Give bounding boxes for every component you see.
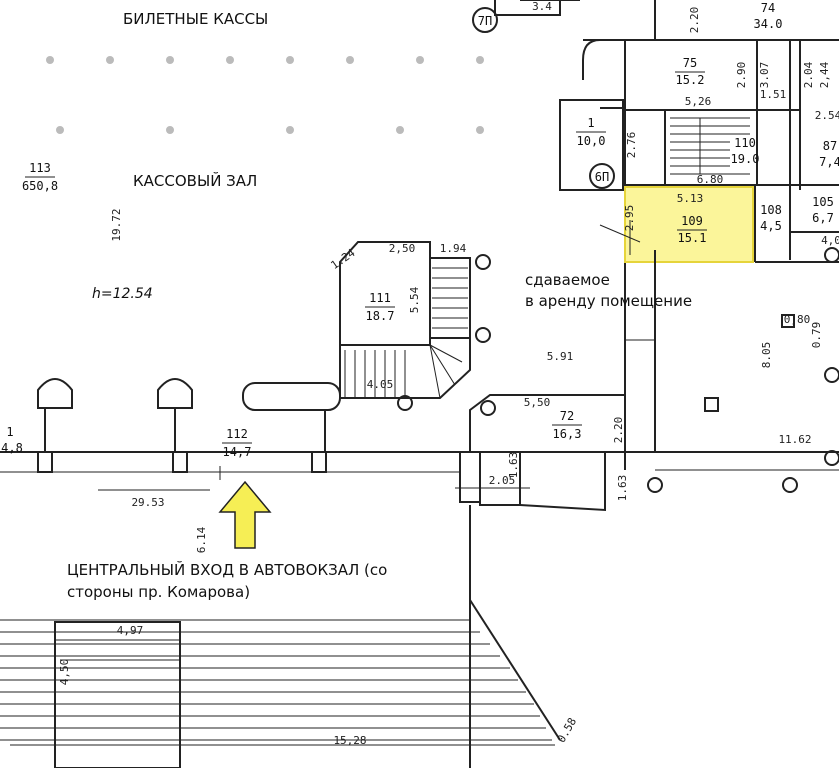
dim-label: 2,44 — [818, 61, 831, 88]
dim-label: 0.58 — [555, 716, 580, 745]
dim-label: 2.54 — [815, 109, 839, 122]
stair-6p-label: 6П — [595, 170, 609, 184]
dim-label: 3.07 — [758, 62, 771, 89]
dim-label: 2.04 — [802, 61, 815, 88]
dim-label: 4.05 — [367, 378, 394, 391]
room-75-area: 15.2 — [676, 73, 705, 87]
dim-label: 5.91 — [547, 350, 574, 363]
room-110-area: 19.0 — [731, 152, 760, 166]
room-109-area: 15.1 — [678, 231, 707, 245]
room-108-num: 108 — [760, 203, 782, 217]
room-1-area: 10,0 — [577, 134, 606, 148]
dim-label: 3.4 — [532, 0, 552, 13]
room-111-num: 111 — [369, 291, 391, 305]
room-112-num: 112 — [226, 427, 248, 441]
room-72-num: 72 — [560, 409, 574, 423]
room-109-num: 109 — [681, 214, 703, 228]
room-113-num: 113 — [29, 161, 51, 175]
dim-label: 1.51 — [760, 88, 787, 101]
room-87-area: 7,4 — [819, 155, 839, 169]
entrance-note-line2: стороны пр. Комарова) — [67, 583, 251, 601]
dim-label: 1.63 — [507, 452, 520, 479]
dim-label: 29.53 — [131, 496, 164, 509]
room-74-num: 74 — [761, 1, 775, 15]
room-72-area: 16,3 — [553, 427, 582, 441]
dim-label: 2.95 — [623, 205, 636, 232]
room-74-area: 34.0 — [754, 17, 783, 31]
dim-label: 2.20 — [688, 7, 701, 34]
dim-label: 0,80 — [784, 313, 811, 326]
dim-label: 5.54 — [408, 286, 421, 313]
rental-room-109 — [624, 186, 754, 263]
stair-7p-label: 7П — [478, 14, 492, 28]
dim-label: 1.94 — [440, 242, 467, 255]
dim-label: 6.80 — [697, 173, 724, 186]
dim-label: 4,50 — [58, 659, 71, 686]
dim-label: 0.79 — [810, 322, 823, 349]
dim-label: 2,50 — [389, 242, 416, 255]
dim-label: 2.20 — [612, 417, 625, 444]
entrance-arrow — [218, 480, 272, 549]
dim-label: 2.90 — [735, 62, 748, 89]
dim-label: 5.13 — [677, 192, 704, 205]
dim-label: 4,97 — [117, 624, 144, 637]
dim-label: 4,0 — [821, 234, 839, 247]
dim-label: 8.05 — [760, 342, 773, 369]
room-87-num: 87 — [823, 139, 837, 153]
room-112-area: 14,7 — [223, 445, 252, 459]
room-108-area: 4,5 — [760, 219, 782, 233]
room-75-num: 75 — [683, 56, 697, 70]
cash-hall-label: КАССОВЫЙ ЗАЛ — [133, 172, 258, 190]
room-left-area: 4,8 — [1, 441, 23, 455]
rental-note-line2: в аренду помещение — [525, 292, 693, 310]
dim-label: 11.62 — [778, 433, 811, 446]
dim-label: 1.24 — [328, 246, 357, 272]
dim-label: 1.63 — [616, 475, 629, 502]
dim-label: 5,26 — [685, 95, 712, 108]
ticket-offices-label: БИЛЕТНЫЕ КАССЫ — [123, 10, 269, 28]
column-grid — [46, 56, 484, 134]
room-left-num: 1 — [6, 425, 13, 439]
dim-label: 15,28 — [333, 734, 366, 747]
dim-label: 5,50 — [524, 396, 551, 409]
dim-label: 19.72 — [110, 208, 123, 241]
room-1-num: 1 — [587, 116, 594, 130]
entrance-note-line1: ЦЕНТРАЛЬНЫЙ ВХОД В АВТОВОКЗАЛ (со — [67, 561, 388, 579]
room-111-area: 18.7 — [366, 309, 395, 323]
dim-label: 2.05 — [489, 474, 516, 487]
rental-note-line1: сдаваемое — [525, 271, 610, 289]
dim-label: 2.76 — [625, 132, 638, 159]
room-105-area: 6,7 — [812, 211, 834, 225]
ceiling-height-label: h=12.54 — [92, 286, 153, 302]
room-110-num: 110 — [734, 136, 756, 150]
room-105-num: 105 — [812, 195, 834, 209]
room-113-area: 650,8 — [22, 179, 58, 193]
dim-label: 6.14 — [195, 526, 208, 553]
